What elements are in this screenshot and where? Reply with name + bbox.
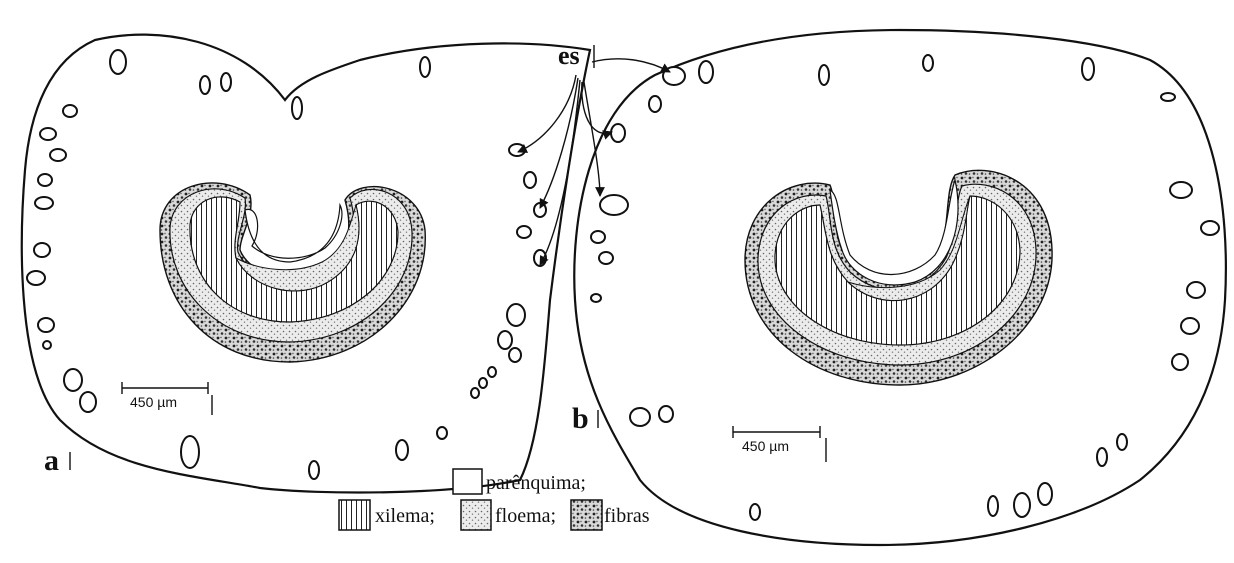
legend-label-fibras: fibras — [604, 505, 650, 527]
legend-swatch-parenquima — [453, 469, 482, 494]
scale-label-a: 450 µm — [130, 394, 177, 410]
legend-item-fibras: fibras — [571, 500, 650, 530]
legend-swatch-floema — [461, 500, 491, 530]
legend-item-floema: floema; — [461, 500, 556, 530]
panel-label-a: a — [44, 444, 59, 477]
pointer-label-es: es — [558, 41, 580, 70]
legend-swatch-fibras — [571, 500, 602, 530]
panel-label-b: b — [572, 402, 589, 435]
scale-label-b: 450 µm — [742, 438, 789, 454]
legend-swatch-xilema — [339, 500, 370, 530]
legend-item-xilema: xilema; — [339, 500, 435, 530]
panel-b: 450 µm b — [572, 30, 1226, 545]
legend-label-floema: floema; — [495, 505, 556, 527]
panel-a-outline — [22, 35, 590, 493]
legend-label-parenquima: parênquima; — [486, 472, 586, 494]
legend-item-parenquima: parênquima; — [453, 469, 586, 494]
panel-a: 450 µm a — [22, 35, 590, 493]
legend-label-xilema: xilema; — [375, 505, 435, 527]
